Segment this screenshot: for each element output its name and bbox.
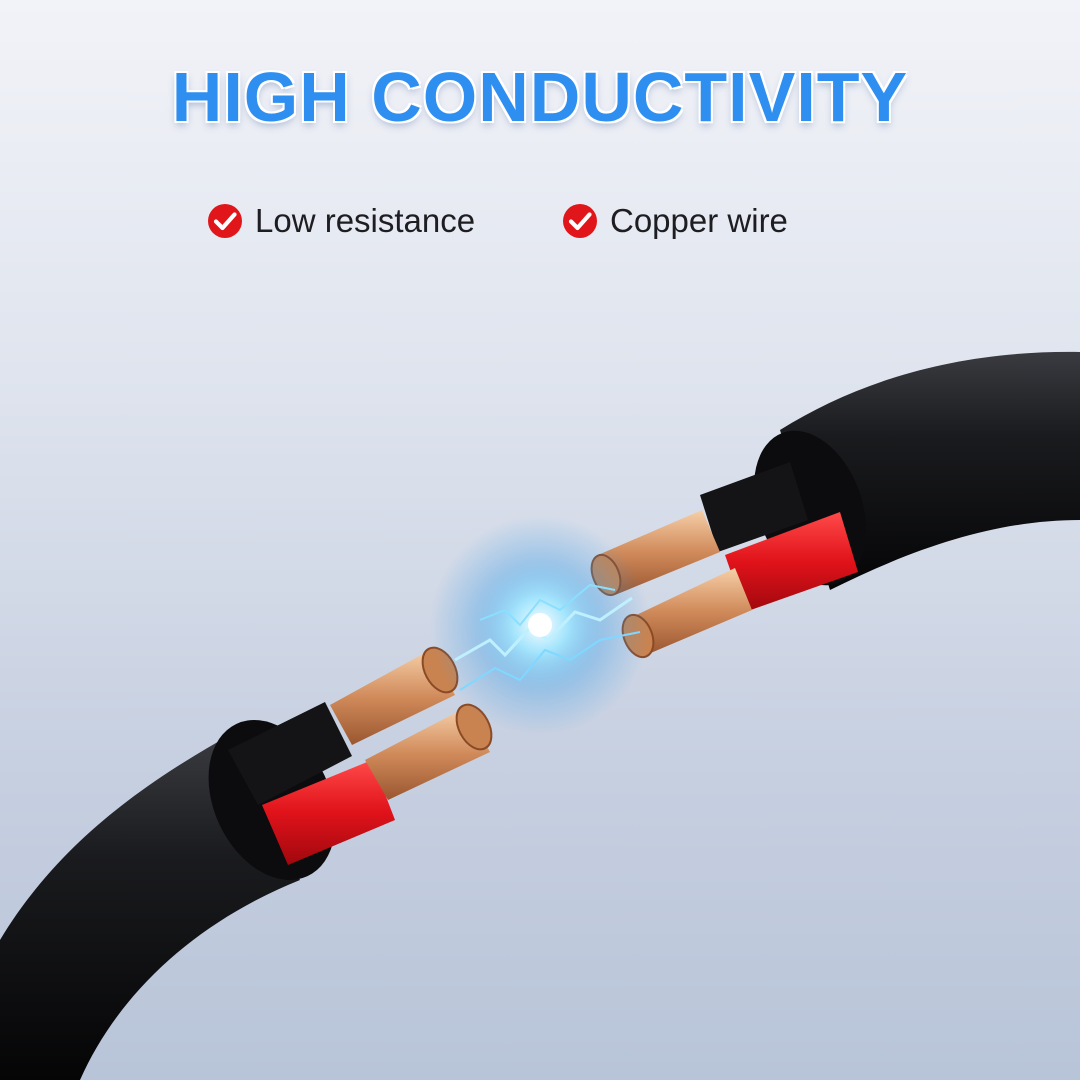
check-circle-icon: [563, 204, 597, 238]
feature-low-resistance: Low resistance: [207, 196, 475, 246]
right-cable: [590, 351, 1080, 659]
feature-label: Low resistance: [255, 202, 476, 239]
check-circle-icon: [208, 204, 242, 238]
electric-spark: [430, 515, 650, 735]
feature-label: Copper wire: [610, 202, 788, 239]
left-cable: [0, 646, 493, 1080]
headline: HIGH CONDUCTIVITY: [171, 58, 909, 136]
feature-copper-wire: Copper wire: [562, 196, 788, 246]
feature-list: Low resistance Copper wire: [0, 196, 1080, 246]
